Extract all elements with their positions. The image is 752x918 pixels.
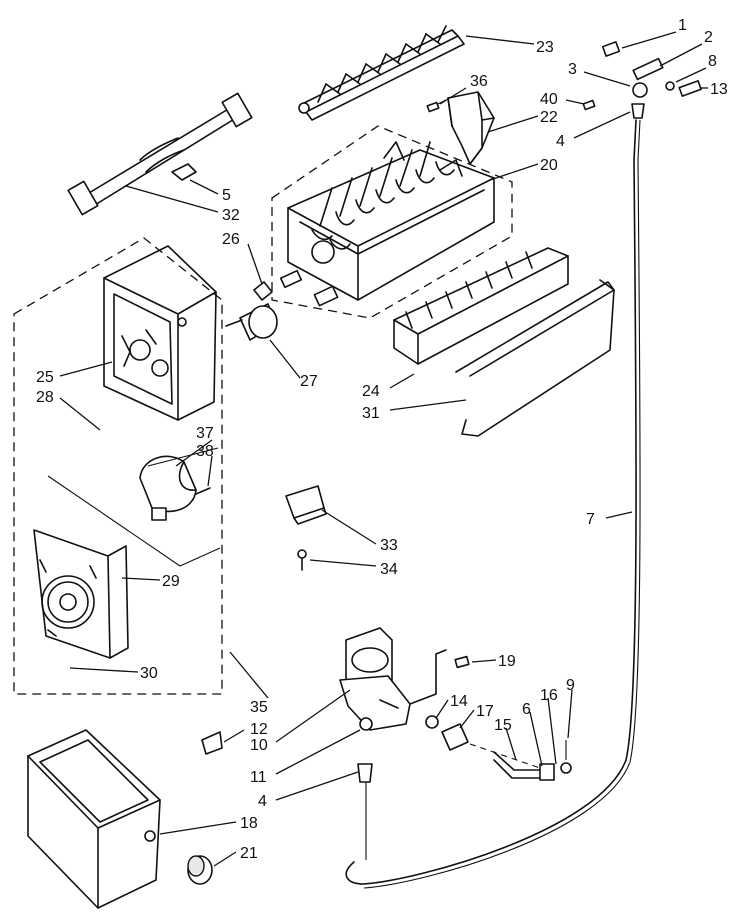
part-outlet-tube — [493, 740, 572, 781]
part-nut-17 — [441, 723, 469, 751]
part-mounting-plate — [33, 529, 129, 659]
callout-15: 15 — [494, 717, 512, 734]
callout-40: 40 — [540, 91, 558, 108]
callout-35: 35 — [250, 699, 268, 716]
callout-4-top: 4 — [556, 133, 565, 150]
callout-5: 5 — [222, 187, 231, 204]
callout-7: 7 — [586, 511, 595, 528]
callout-34: 34 — [380, 561, 398, 578]
part-cover-panel — [27, 729, 161, 909]
part-clip-26 — [253, 281, 273, 301]
part-bracket-33 — [285, 485, 327, 525]
part-shutoff-arm — [455, 279, 615, 437]
callout-18: 18 — [240, 815, 258, 832]
leaders — [59, 31, 708, 867]
callout-32: 32 — [222, 207, 240, 224]
part-knob — [187, 855, 213, 885]
callout-3: 3 — [568, 61, 577, 78]
callout-17: 17 — [476, 703, 494, 720]
callout-23: 23 — [536, 39, 554, 56]
module-dashed-outline — [13, 237, 223, 695]
callout-31: 31 — [362, 405, 380, 422]
callout-24: 24 — [362, 383, 380, 400]
part-fill-tube — [345, 119, 637, 885]
callout-21: 21 — [240, 845, 258, 862]
callout-38: 38 — [196, 443, 214, 460]
callout-36: 36 — [470, 73, 488, 90]
callout-37: 37 — [196, 425, 214, 442]
callout-19: 19 — [498, 653, 516, 670]
callout-1: 1 — [678, 17, 687, 34]
callout-13: 13 — [710, 81, 728, 98]
callout-30: 30 — [140, 665, 158, 682]
part-housing — [103, 245, 217, 421]
callout-27: 27 — [300, 373, 318, 390]
part-motor — [139, 455, 211, 521]
callout-14: 14 — [450, 693, 468, 710]
mold-dashed-outline — [271, 125, 513, 319]
callout-33: 33 — [380, 537, 398, 554]
part-inlet-fittings — [582, 41, 702, 119]
motor-assembly-line-b — [147, 447, 219, 467]
callout-20: 20 — [540, 157, 558, 174]
part-inlet-fitting-bottom — [357, 763, 373, 860]
callout-26: 26 — [222, 231, 240, 248]
part-ejector-bar — [298, 25, 465, 121]
part-wiring-harness — [67, 92, 253, 216]
part-washer-14 — [425, 715, 439, 729]
part-water-valve — [339, 627, 447, 731]
callout-12: 12 — [250, 721, 268, 738]
callout-6: 6 — [522, 701, 531, 718]
callout-10: 10 — [250, 737, 268, 754]
valve-dashed-axis — [469, 743, 541, 769]
callout-labels: 1 2 3 8 13 40 4 23 36 22 20 5 32 26 25 2… — [36, 17, 728, 862]
motor-assembly-line-a — [47, 475, 221, 567]
callout-28: 28 — [36, 389, 54, 406]
callout-22: 22 — [540, 109, 558, 126]
part-front-cover — [393, 247, 569, 365]
callout-16: 16 — [540, 687, 558, 704]
callout-11: 11 — [250, 769, 267, 786]
callout-4-bottom: 4 — [258, 793, 267, 810]
part-wire-nut — [201, 731, 223, 755]
callout-29: 29 — [162, 573, 180, 590]
callout-2: 2 — [704, 29, 713, 46]
part-screw-19 — [454, 655, 470, 669]
callout-8: 8 — [708, 53, 717, 70]
callout-9: 9 — [566, 677, 575, 694]
part-thermostat — [225, 303, 278, 341]
part-screw-34 — [297, 549, 307, 571]
callout-25: 25 — [36, 369, 54, 386]
part-ice-mold — [279, 141, 495, 307]
part-shield — [447, 91, 495, 165]
